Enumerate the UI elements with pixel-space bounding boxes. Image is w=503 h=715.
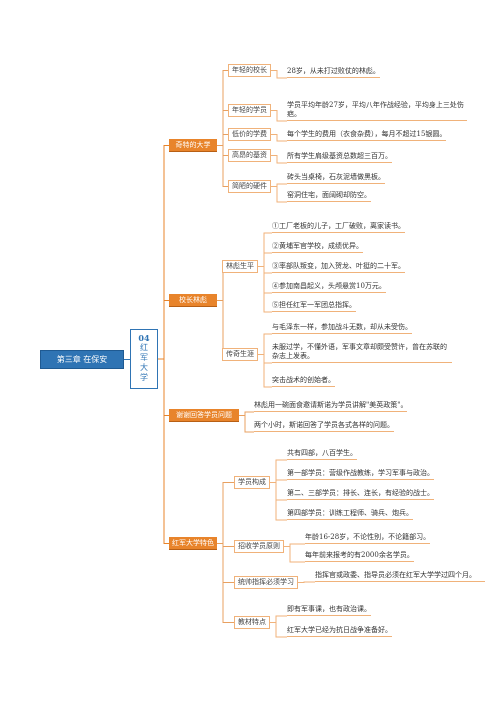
leaf-node: 每年前来报考的有2000余名学员。 [305,551,414,562]
connector-line [239,415,254,433]
leaf-node: 窑洞住宅，面阔砌却防空。 [287,191,371,202]
connector-line [271,110,287,122]
topic-node[interactable]: 奇特的大学 [169,139,217,152]
connector-line [217,482,234,544]
leaf-node: 未服过学，不懂外语，军事文章却颇受赞许，曾在苏联的杂志上发表。 [272,343,452,363]
leaf-node: ④参加南昌起义，头颅悬赏10万元。 [272,282,386,293]
leaf-node: 第四部学员：训练工程师、骑兵、炮兵。 [287,509,413,520]
connector-line [258,232,272,267]
center-node[interactable]: 04 红 军 大 学 [130,329,158,389]
leaf-node: ③率部队叛变，加入贺龙、叶挺的二十军。 [272,262,405,273]
leaf-node: 第一部学员：营级作战教练，学习军事与政治。 [287,469,434,480]
subtopic-node[interactable]: 招收学员原则 [234,540,284,553]
connector-line [271,155,287,164]
center-number: 04 [138,333,150,343]
subtopic-node[interactable]: 传奇生涯 [222,348,258,361]
connector-line [284,546,305,563]
center-char: 学 [140,373,148,382]
leaf-node: 两个小时，斯诺回答了学员各式各样的问题。 [254,421,394,432]
leaf-node: 突击战术的创始者。 [272,376,335,387]
connector-line [271,134,287,142]
connector-line [258,266,272,294]
center-char: 军 [140,353,148,362]
leaf-node: ⑤担任红军一军团总指挥。 [272,301,356,312]
topic-node[interactable]: 校长林彪 [169,294,217,307]
connector-line [298,581,315,583]
leaf-node: 所有学生肩级基资总数超三百万。 [287,152,392,163]
leaf-node: 林彪用一碗面食邀请斯诺为学员讲解"美英政策"。 [254,401,408,412]
leaf-node: 28岁，从未打过败仗的林彪。 [287,67,380,78]
connector-line [270,482,287,521]
subtopic-node[interactable]: 林彪生平 [222,260,258,273]
connector-line [270,459,287,483]
connector-line [258,354,272,388]
leaf-node: 第二、三部学员：排长、连长，有经验的战士。 [287,489,434,500]
subtopic-node[interactable]: 简陋的硬件 [228,180,271,193]
leaf-node: 指挥官或政委、指导员必须在红军大学学过四个月。 [315,571,485,582]
leaf-node: 共有四部，八百学生。 [287,449,357,460]
connector-line [271,186,287,203]
leaf-node: ①工厂老板的儿子，工厂破败，离家读书。 [272,222,405,233]
subtopic-node[interactable]: 年轻的学员 [228,104,271,117]
connector-line [158,300,169,360]
connector-line [258,252,272,267]
connector-line [217,134,228,146]
leaf-node: 年龄16-28岁，不论性别，不论籍部习。 [305,533,431,544]
subtopic-node[interactable]: 高昂的基资 [228,149,271,162]
leaf-node: 学员平均年龄27岁，平均八年作战经验，平均身上三处伤疤。 [287,101,467,121]
leaf-node: 砖头当桌椅，石灰泥墙做黑板。 [287,173,385,184]
topic-node[interactable]: 谢谢回答学员问题 [169,409,239,422]
connector-line [270,615,287,623]
connector-line [271,70,287,79]
topic-node[interactable]: 红军大学特色 [169,537,217,550]
subtopic-node[interactable]: 教材特点 [234,616,270,629]
subtopic-node[interactable]: 低价的学费 [228,128,271,141]
connector-line [217,543,234,623]
leaf-node: 与毛泽东一样，参加战斗无数，却从未受伤。 [272,323,412,334]
connector-line [217,145,228,187]
connector-line [258,266,272,274]
connector-line [270,622,287,638]
connector-line [239,411,254,416]
leaf-node: 即有军事课，也有政治课。 [287,605,371,616]
connector-line [158,358,169,544]
subtopic-node[interactable]: 统帅指挥必须学习 [234,576,298,589]
leaf-node: 每个学生的费用（衣食杂费），每月不超过15银圆。 [287,130,447,141]
connector-line [217,543,234,583]
subtopic-node[interactable]: 年轻的校长 [228,64,271,77]
connector-line [217,300,224,355]
center-char: 红 [140,343,148,352]
center-char: 大 [140,363,148,372]
leaf-node: 红军大学已经为抗日战争准备好。 [287,626,392,637]
subtopic-node[interactable]: 学员构成 [234,476,270,489]
connector-line [258,266,272,313]
root-node[interactable]: 第三章 在保安 [40,350,124,369]
connector-line [270,482,287,501]
connector-line [258,333,272,355]
leaf-node: ②黄埔军官学校，成绩优异。 [272,242,363,253]
connector-line [258,354,272,364]
